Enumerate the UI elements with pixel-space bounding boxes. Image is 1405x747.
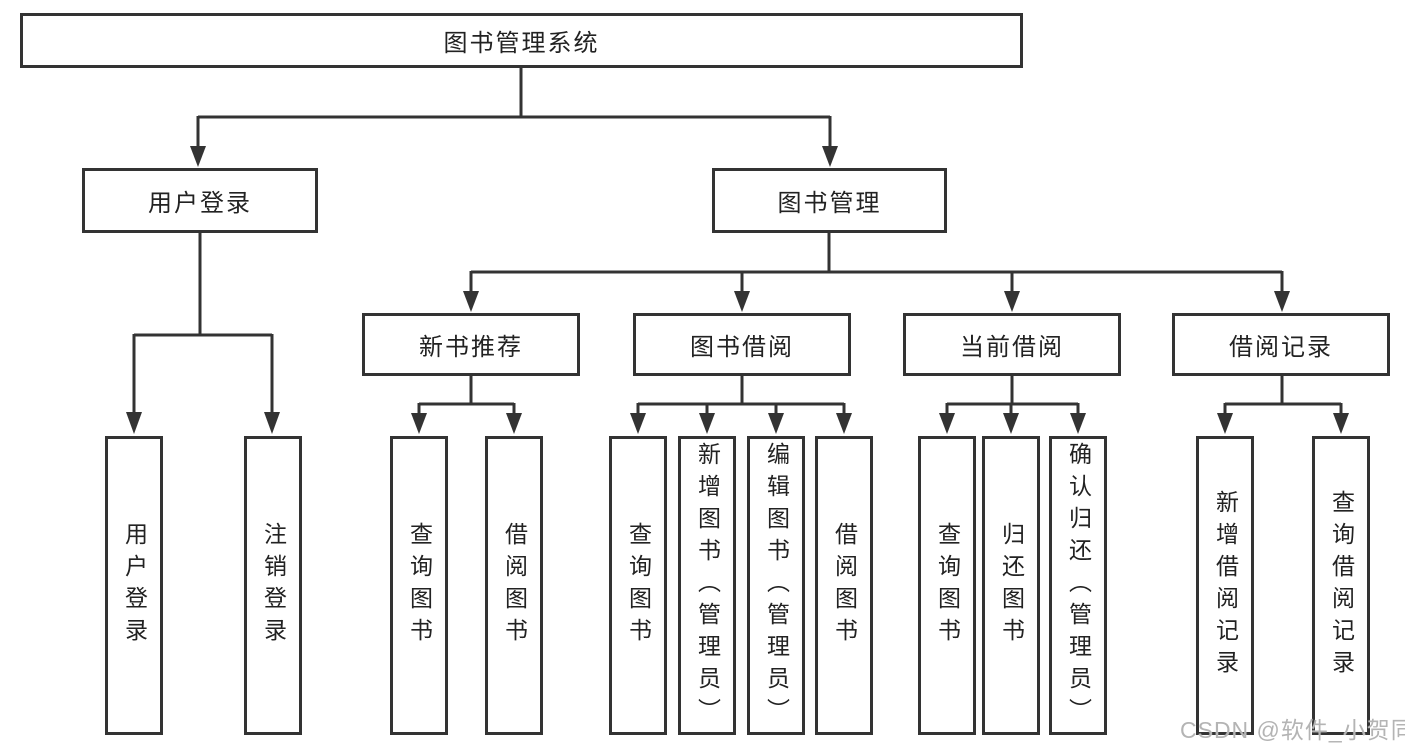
node-leaf-borrow-book-2: 借阅图书 xyxy=(815,436,873,735)
node-leaf-add-borrow-record: 新增借阅记录 xyxy=(1196,436,1254,735)
node-current-borrow: 当前借阅 xyxy=(903,313,1121,376)
node-leaf-query-book-1: 查询图书 xyxy=(390,436,448,735)
node-user-login: 用户登录 xyxy=(82,168,318,233)
node-leaf-return-book: 归还图书 xyxy=(982,436,1040,735)
node-book-management: 图书管理 xyxy=(712,168,947,233)
node-leaf-edit-book-admin: 编辑图书（管理员） xyxy=(747,436,805,735)
node-leaf-add-book-admin: 新增图书（管理员） xyxy=(678,436,736,735)
node-new-book-recommend: 新书推荐 xyxy=(362,313,580,376)
node-leaf-borrow-book-1: 借阅图书 xyxy=(485,436,543,735)
node-leaf-confirm-return-admin: 确认归还（管理员） xyxy=(1049,436,1107,735)
node-borrow-record: 借阅记录 xyxy=(1172,313,1390,376)
node-book-borrow: 图书借阅 xyxy=(633,313,851,376)
node-leaf-logout: 注销登录 xyxy=(244,436,302,735)
node-leaf-query-book-3: 查询图书 xyxy=(918,436,976,735)
node-leaf-query-book-2: 查询图书 xyxy=(609,436,667,735)
node-leaf-user-login: 用户登录 xyxy=(105,436,163,735)
node-root-system: 图书管理系统 xyxy=(20,13,1023,68)
csdn-watermark: CSDN @软件_小贺同学 xyxy=(1180,717,1405,743)
node-leaf-query-borrow-record: 查询借阅记录 xyxy=(1312,436,1370,735)
